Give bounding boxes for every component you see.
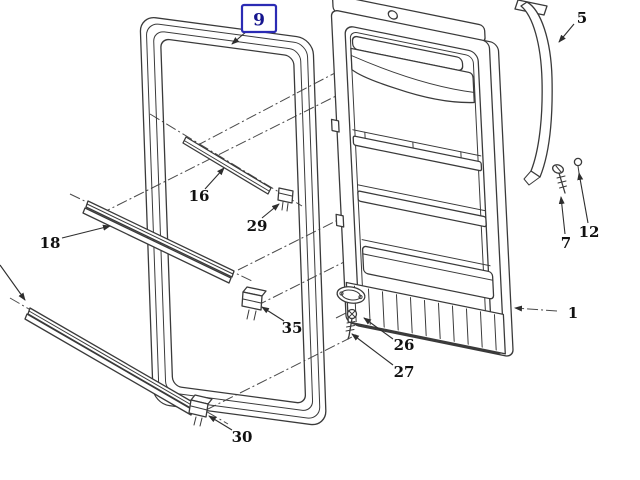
screw-26 [345, 308, 358, 340]
callout-35-label: 35 [282, 319, 303, 337]
callout-27[interactable]: 27 [351, 333, 415, 381]
centerline [99, 85, 357, 215]
gasket-outline [146, 23, 321, 419]
trim-rail-16 [182, 136, 272, 195]
door-edge-tab [335, 213, 345, 228]
grommet-plate-27 [336, 286, 366, 304]
callout-29-label: 29 [247, 217, 268, 235]
callout-27-leader [351, 333, 394, 366]
callout-30[interactable]: 30 [208, 415, 253, 446]
callout-29-leader [261, 203, 280, 219]
callout-9-highlight-box [240, 3, 278, 34]
centerline [195, 63, 353, 147]
callout-7-label: 7 [561, 234, 571, 252]
bottom-trim-ribs [353, 285, 497, 351]
door-gasket [139, 17, 327, 426]
callout-18-label: 18 [40, 234, 61, 252]
callout-1-leader [514, 305, 558, 312]
callout-18-leader [61, 224, 111, 239]
callout-5[interactable]: 5 [558, 9, 587, 43]
callout-30-label: 30 [232, 428, 253, 446]
centerline [205, 333, 359, 411]
bottom-bin-line [362, 253, 494, 281]
callout-18[interactable]: 18 [40, 224, 111, 252]
centerline [255, 257, 353, 307]
trim-rail-18 [82, 200, 235, 284]
callout-12-label: 12 [579, 223, 600, 241]
shelf-front-rail [352, 135, 483, 172]
bin-back-edge [361, 239, 491, 267]
hinge-hole [387, 10, 398, 20]
callout-5-label: 5 [577, 9, 587, 27]
bottom-bin-front [361, 245, 495, 300]
shelf-front-rail [357, 190, 487, 228]
callout-7-leader [558, 196, 566, 235]
door-panel [330, 0, 514, 357]
callout-26-label: 26 [394, 336, 415, 354]
callout-9-leader [231, 30, 248, 45]
door-handle [514, 0, 553, 186]
centerline [149, 113, 303, 207]
callout-27-label: 27 [394, 363, 415, 381]
offscreen-callout-leader [0, 264, 26, 301]
callout-26[interactable]: 26 [363, 317, 415, 354]
retainer-clip-29 [277, 187, 294, 212]
callout-35-leader [261, 306, 285, 322]
shelf-back-edge [356, 184, 486, 212]
callout-16-leader [204, 167, 225, 190]
callout-16[interactable]: 16 [189, 167, 225, 205]
end-cap-30 [188, 394, 213, 427]
callout-5-leader [558, 23, 575, 43]
end-cap-35 [241, 286, 267, 321]
callout-12[interactable]: 12 [577, 172, 600, 241]
gasket-outline [153, 31, 314, 411]
callout-26-leader [363, 317, 394, 340]
callout-30-leader [208, 415, 233, 431]
callout-9[interactable]: 9 [231, 3, 278, 45]
door-edge-tab [330, 118, 340, 133]
callout-1[interactable]: 1 [514, 304, 578, 322]
callout-1-label: 1 [568, 304, 578, 322]
callout-7[interactable]: 7 [558, 196, 571, 252]
dairy-bin-front [350, 47, 475, 104]
callout-16-label: 16 [189, 187, 210, 205]
gasket-outline-inner [160, 38, 307, 404]
dairy-bin-curve [350, 54, 475, 93]
callout-35[interactable]: 35 [261, 306, 303, 337]
screw-plug-12 [573, 157, 583, 174]
gasket-outline-outer [139, 17, 327, 426]
callout-29[interactable]: 29 [247, 203, 280, 235]
callout-12-leader [577, 172, 589, 224]
handle-screw-7 [552, 164, 567, 194]
shelf-back-edge [352, 129, 482, 157]
callout-9-label: 9 [253, 11, 265, 31]
